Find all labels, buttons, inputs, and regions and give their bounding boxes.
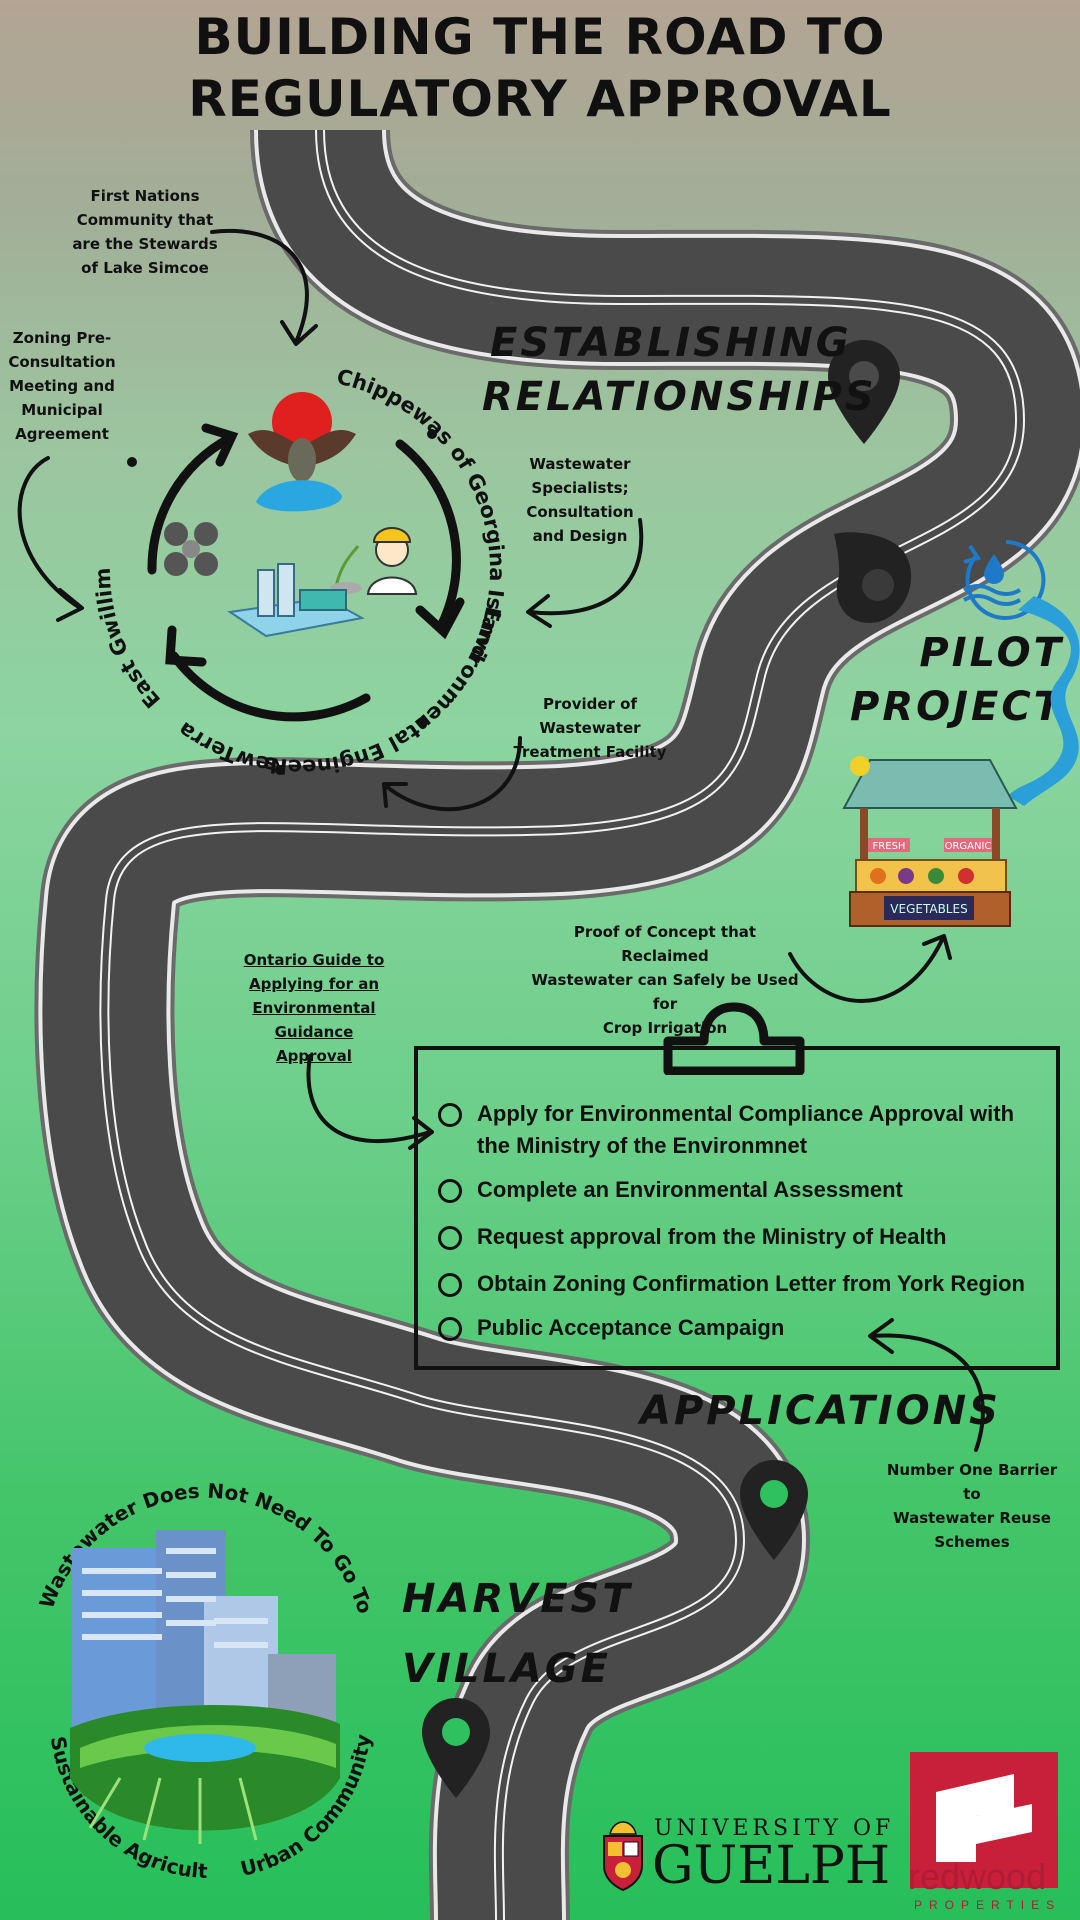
- arrow-barrier: [870, 1333, 985, 1452]
- city-buildings-icon: [72, 1530, 336, 1730]
- note-zoning: Zoning Pre- Consultation Meeting and Mun…: [8, 329, 116, 443]
- note-barrier: Number One Barrier to Wastewater Reuse S…: [886, 1461, 1058, 1551]
- cycle-arrow-left: [147, 433, 235, 575]
- guelph-crest-icon: [596, 1812, 650, 1892]
- title-line-2: REGULATORY APPROVAL: [188, 70, 892, 128]
- checkbox-3[interactable]: [438, 1226, 462, 1250]
- checklist-item: Public Acceptance Campaign: [477, 1315, 785, 1340]
- arrow-proof: [788, 938, 944, 1003]
- treatment-plant-icon: [227, 563, 365, 638]
- cycle-arrow-right: [395, 439, 461, 629]
- arrow-provider: [384, 736, 522, 812]
- farm-field-icon: [70, 1704, 340, 1844]
- community-people-icon: [164, 522, 218, 576]
- clipboard-clip-icon: [663, 1002, 805, 1075]
- note-ontario-guide: Ontario Guide to Applying for an Environ…: [243, 951, 385, 1065]
- river: [1008, 596, 1080, 806]
- note-proof-of-concept: Proof of Concept that Reclaimed Wastewat…: [531, 923, 799, 1037]
- arrow-ontario-guide: [306, 1054, 432, 1143]
- redwood-logo-sub: PROPERTIES: [914, 1898, 1062, 1912]
- arrow-specialists: [528, 518, 644, 616]
- map-pin-icon: [740, 1460, 808, 1560]
- heading-harvest-village: HARVEST VILLAGE: [402, 1576, 633, 1692]
- harvest-village-emblem: Wastewater Does Not Need To Go To Waste …: [20, 1448, 377, 1883]
- map-pin-icon: [828, 340, 900, 444]
- map-pin-icon: [422, 1698, 490, 1798]
- svg-text:NewTerra: NewTerra: [174, 717, 289, 779]
- vegetable-market-stall-icon: FRESH ORGANIC VEGETABLES: [842, 756, 1018, 927]
- checklist-item: Request approval from the Ministry of He…: [477, 1224, 947, 1249]
- note-first-nations: First Nations Community that are the Ste…: [72, 187, 218, 277]
- checkbox-1[interactable]: [438, 1103, 462, 1127]
- checklist-item: Complete an Environmental Assessment: [477, 1177, 903, 1202]
- map-pin-icon: [834, 532, 912, 623]
- checklist-item: Obtain Zoning Confirmation Letter from Y…: [477, 1271, 1025, 1296]
- heading-establishing: ESTABLISHING RELATIONSHIPS: [482, 320, 877, 420]
- guelph-logo-top: UNIVERSITY OF: [654, 1816, 895, 1841]
- arrow-zoning: [17, 456, 82, 610]
- market-vegetables-label: VEGETABLES: [890, 902, 967, 916]
- checklist-item: Apply for Environmental Compliance Appro…: [477, 1101, 1015, 1158]
- water-drop-icon: [963, 540, 1080, 806]
- title-line-1: BUILDING THE ROAD TO: [194, 8, 886, 66]
- redwood-logo-icon: [910, 1752, 1058, 1888]
- heading-pilot: PILOT PROJECT: [850, 630, 1064, 730]
- market-organic-label: ORGANIC: [945, 841, 992, 852]
- arrow-first-nations: [210, 229, 309, 344]
- application-checklist: [414, 1046, 1060, 1370]
- checkbox-4[interactable]: [438, 1273, 462, 1297]
- heading-applications: APPLICATIONS: [640, 1388, 1001, 1434]
- cycle-arrow-bottom: [169, 651, 371, 722]
- checkbox-5[interactable]: [438, 1317, 462, 1341]
- page-title: BUILDING THE ROAD TO REGULATORY APPROVAL: [0, 6, 1080, 130]
- redwood-logo-main: redwood: [908, 1856, 1047, 1897]
- eagle-emblem-icon: [248, 392, 356, 512]
- market-fresh-label: FRESH: [873, 841, 906, 852]
- relationships-cycle: Chippewas of Georgina Island Environment…: [80, 350, 509, 779]
- guelph-logo-main: GUELPH: [652, 1836, 891, 1896]
- circle-label-newterra: NewTerra: [174, 717, 289, 779]
- note-wastewater-specialists: Wastewater Specialists; Consultation and…: [526, 455, 634, 545]
- engineer-worker-icon: [330, 527, 418, 595]
- note-provider: Provider of Wastewater Treatment Facilit…: [513, 695, 667, 761]
- checkbox-2[interactable]: [438, 1179, 462, 1203]
